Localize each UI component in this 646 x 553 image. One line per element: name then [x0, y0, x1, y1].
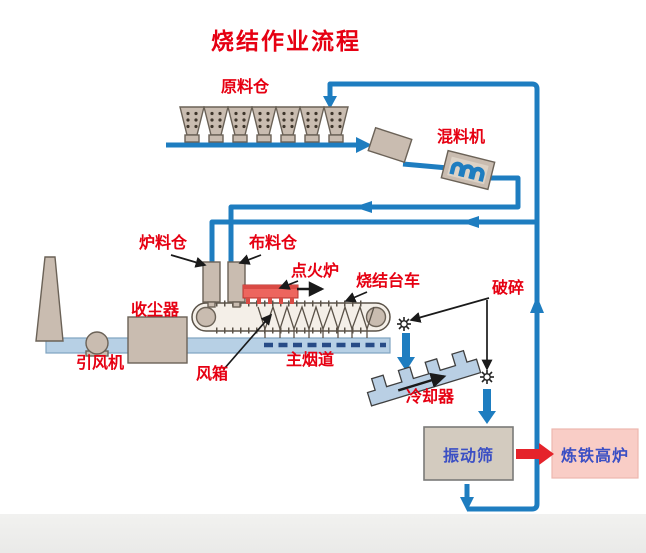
blast-furnace-box — [551, 428, 639, 479]
label-vibrating-screen: 振动筛 — [442, 447, 494, 465]
cooler-shape — [366, 349, 482, 407]
label-blast-furnace: 炼铁高炉 — [560, 447, 629, 465]
label-raw-material-bins: 原料仓 — [221, 79, 270, 96]
crusher-to-cooler-arrowhead — [397, 357, 415, 371]
feeder-to-mixer-line — [402, 161, 449, 171]
strand-roller-left — [195, 306, 217, 328]
mixer-to-distribution-bin-line — [228, 175, 521, 264]
bottom-gray-strip — [0, 514, 646, 553]
chimney — [35, 256, 64, 342]
return-fines-line — [327, 81, 540, 512]
wind-box-funnels — [257, 304, 375, 332]
screen-to-blast-furnace-arrow — [516, 443, 554, 465]
label-pointers — [170, 254, 493, 371]
furnace-material-bin-shape — [202, 261, 221, 308]
wind-box-legs — [264, 329, 368, 338]
right-arrowhead-to-feeder — [356, 137, 372, 153]
label-sinter-trolley: 烧结台车 — [356, 273, 421, 290]
pointer-sinter-trolley — [344, 291, 368, 303]
label-main-flue: 主烟道 — [286, 352, 335, 369]
distribution-bin-shape — [227, 261, 246, 308]
label-wind-box: 风箱 — [196, 366, 229, 383]
label-induced-draft-fan: 引风机 — [76, 355, 125, 372]
screen-undersize-arrowhead — [460, 497, 474, 511]
dust-collector-box — [127, 316, 188, 364]
label-mixer: 混料机 — [437, 129, 486, 146]
induced-draft-fan-body — [85, 331, 109, 355]
left-arrowhead-lower-return — [461, 216, 479, 228]
label-furnace-material-bin: 炉料仓 — [139, 235, 188, 252]
label-distribution-bin: 布料仓 — [249, 235, 298, 252]
cooler-to-screen-arrow-shaft — [483, 389, 491, 413]
page-title: 烧结作业流程 — [211, 28, 361, 54]
label-ignition-furnace: 点火炉 — [291, 263, 340, 280]
ignition-furnace-shape — [242, 284, 299, 304]
label-dust-collector: 收尘器 — [131, 302, 180, 319]
down-arrowhead-into-raw-bins — [323, 96, 337, 109]
pointer-wind-box — [223, 313, 273, 370]
raw-material-bins-group — [179, 106, 349, 143]
label-cooler: 冷却器 — [406, 389, 455, 406]
pointer-crusher-1 — [409, 297, 490, 323]
flow-lines — [166, 81, 544, 512]
crusher-icon — [479, 369, 495, 385]
pointer-ignition-furnace — [278, 279, 299, 290]
up-arrowhead-riser — [530, 296, 544, 313]
vibrating-screen-box — [423, 426, 514, 481]
left-arrowhead-upper-return — [354, 201, 372, 213]
label-crushing: 破碎 — [492, 280, 525, 297]
riser-to-furnace-bin-line — [209, 219, 537, 264]
crusher-to-cooler-arrow-shaft — [402, 333, 410, 359]
sinter-strand — [191, 300, 391, 338]
pointer-distribution-bin — [238, 254, 262, 265]
cooler-to-screen-arrowhead — [478, 411, 496, 424]
belt-feeder — [367, 126, 413, 164]
mixer-drum — [440, 149, 496, 191]
pointer-furnace-bin — [170, 254, 207, 268]
strand-roller-right — [365, 306, 387, 328]
crusher-icon — [396, 316, 412, 332]
